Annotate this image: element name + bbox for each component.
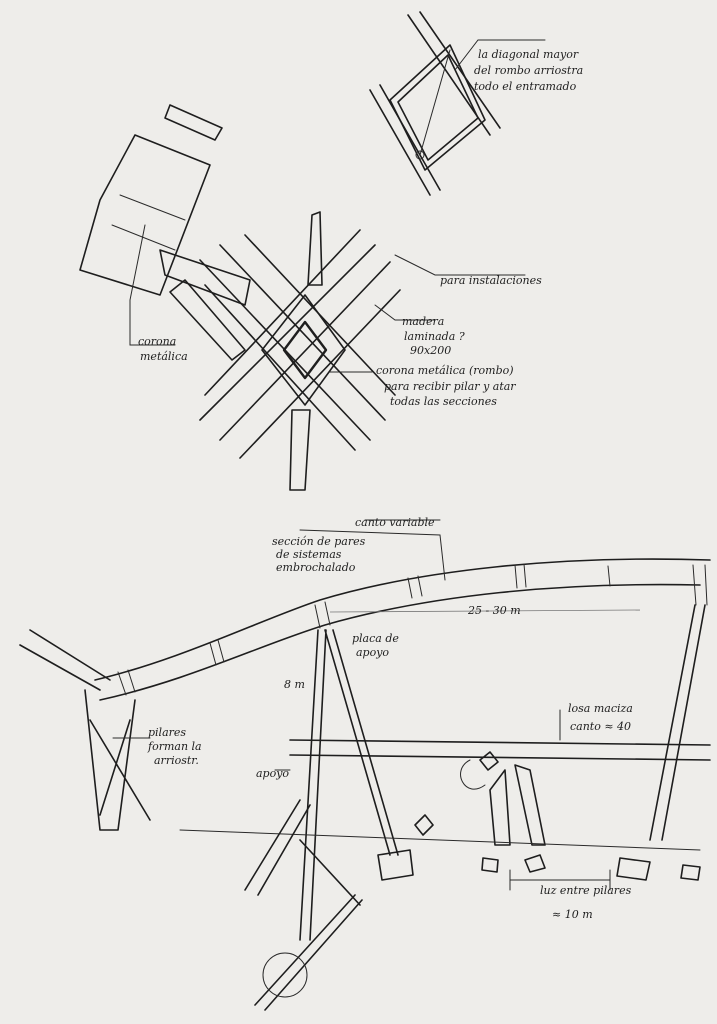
label-apoyo: apoyo (256, 767, 289, 780)
label-diagonal-2: del rombo arriostra (474, 64, 583, 77)
label-seccion-2: de sistemas (276, 548, 342, 561)
label-seccion-3: embrochalado (276, 561, 356, 574)
label-madera-1: madera (402, 315, 444, 328)
label-diagonal-1: la diagonal mayor (478, 48, 579, 61)
label-instalaciones: para instalaciones (440, 274, 542, 287)
label-canto: canto variable (355, 516, 435, 529)
rhombus-detail (369, 11, 546, 196)
label-luz: luz entre pilares (540, 884, 632, 897)
label-madera-3: 90x200 (410, 344, 451, 357)
roof-elevation (19, 519, 711, 1011)
label-seccion-1: sección de pares (272, 535, 366, 548)
label-luz-value: ≈ 10 m (552, 908, 593, 921)
label-height: 8 m (284, 678, 305, 691)
label-corona-left-2: metálica (140, 350, 188, 363)
label-pilares-3: arriostr. (154, 754, 199, 767)
label-corona-rombo-2: para recibir pilar y atar (384, 380, 516, 393)
label-losa-1: losa maciza (568, 702, 633, 715)
cross-node-plan (199, 211, 526, 491)
label-span: 25 - 30 m (467, 604, 521, 617)
label-placa-1: placa de (352, 632, 399, 645)
label-corona-left-1: corona (138, 335, 176, 348)
label-placa-2: apoyo (356, 646, 389, 659)
label-corona-rombo-1: corona metálica (rombo) (376, 364, 514, 377)
label-diagonal-3: todo el entramado (474, 80, 577, 93)
label-pilares-1: pilares (148, 726, 186, 739)
label-pilares-2: forman la (147, 740, 202, 753)
label-losa-2: canto ≈ 40 (570, 720, 631, 733)
label-madera-2: laminada ? (404, 330, 465, 343)
corona-section-sketch (79, 104, 251, 361)
label-corona-rombo-3: todas las secciones (390, 395, 497, 408)
